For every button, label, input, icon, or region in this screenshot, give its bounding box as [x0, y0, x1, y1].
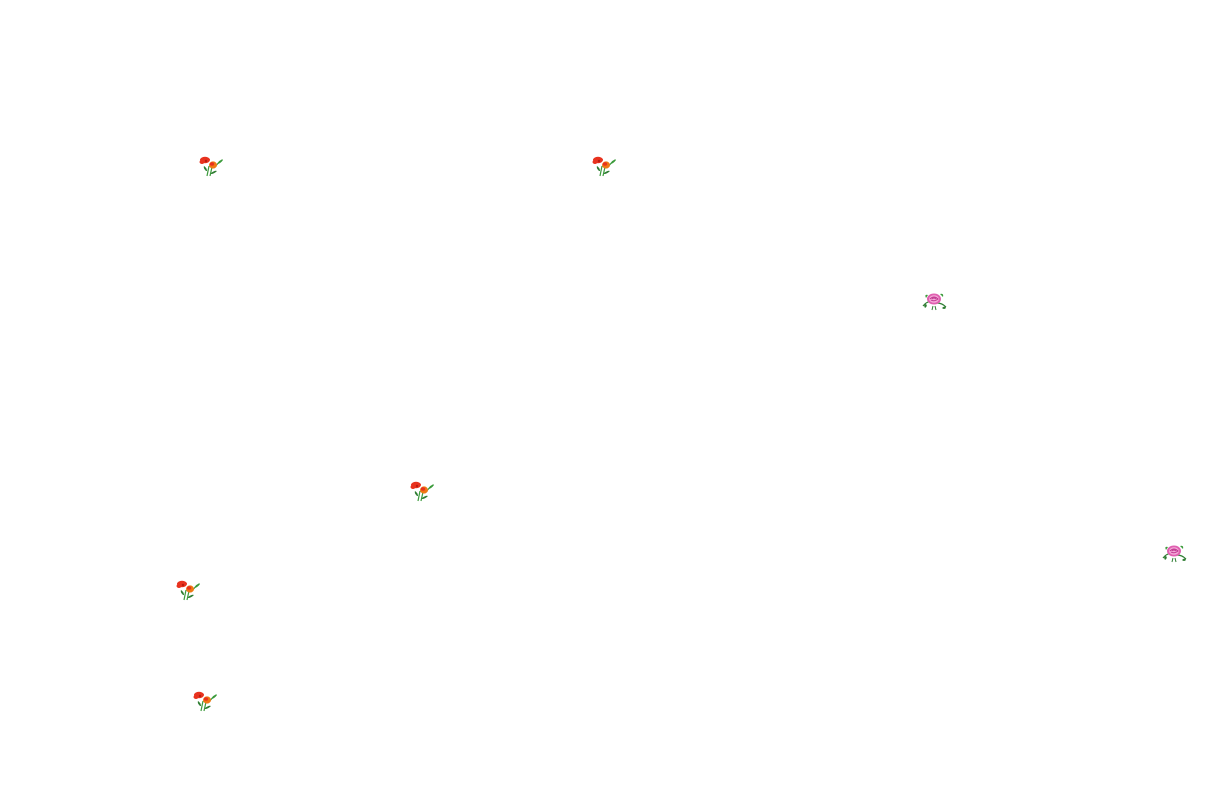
- pink-rose-flower-icon-graphic: [1162, 545, 1187, 563]
- red-poppy-flower-icon-graphic: [176, 580, 200, 601]
- red-poppy-flower-icon: [409, 479, 437, 503]
- red-poppy-flower-icon-graphic: [199, 156, 223, 177]
- red-poppy-flower-icon: [192, 689, 220, 713]
- pink-rose-flower-icon-graphic: [922, 293, 947, 311]
- red-poppy-flower-icon: [591, 154, 619, 178]
- red-poppy-flower-icon-graphic: [592, 156, 616, 177]
- red-poppy-flower-icon: [198, 154, 226, 178]
- pink-rose-flower-icon: [1160, 540, 1188, 564]
- red-poppy-flower-icon-graphic: [193, 691, 217, 712]
- red-poppy-flower-icon: [175, 578, 203, 602]
- red-poppy-flower-icon-graphic: [410, 481, 434, 502]
- pink-rose-flower-icon: [920, 288, 948, 312]
